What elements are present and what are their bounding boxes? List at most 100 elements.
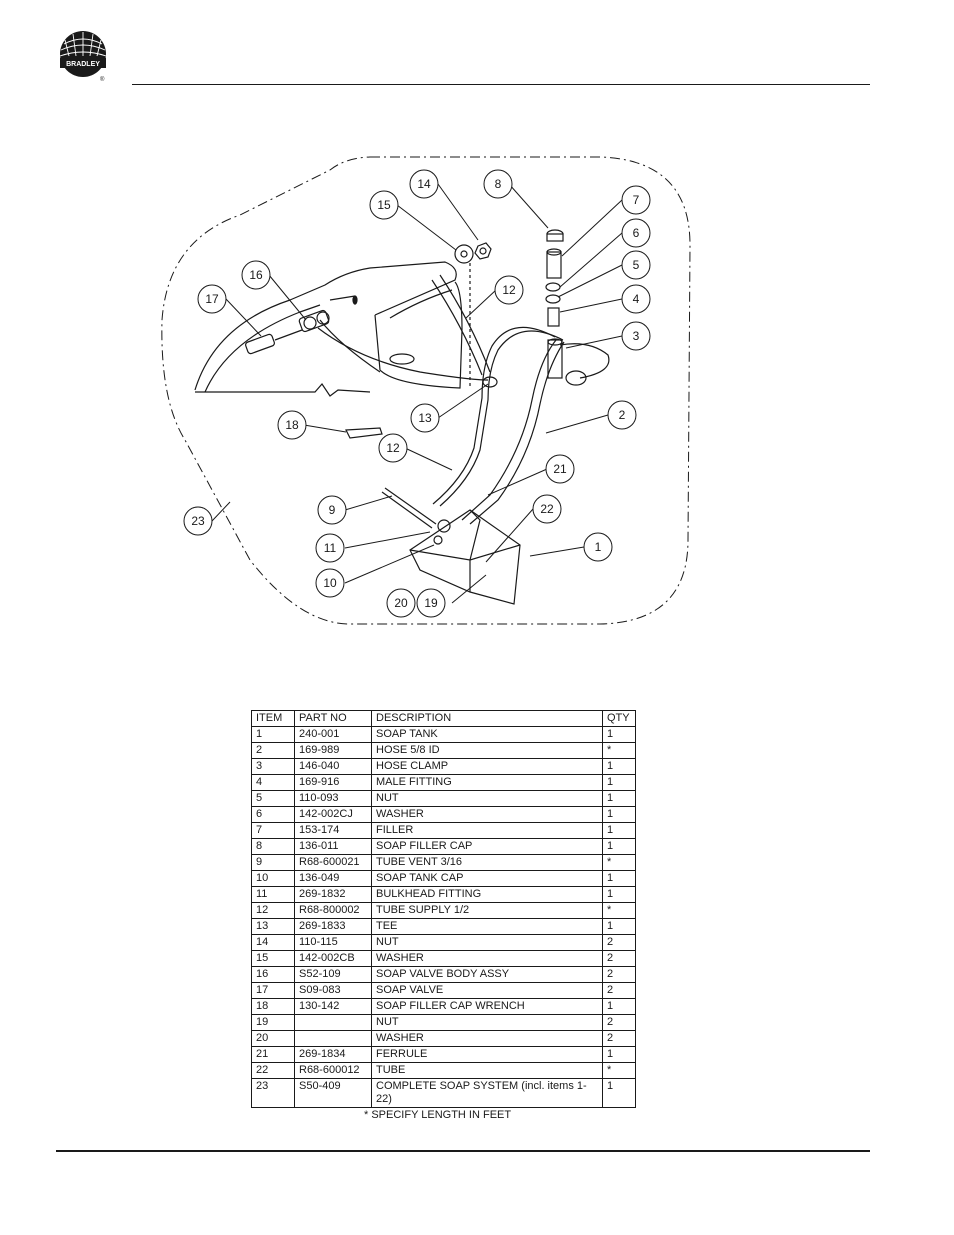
- cell-qty: 1: [602, 1078, 636, 1108]
- registered-mark: ®: [100, 76, 105, 83]
- cell-description: NUT: [371, 1014, 603, 1031]
- callout-12-lower: 12: [378, 433, 408, 463]
- callout-21: 21: [545, 454, 575, 484]
- cell-qty: 1: [602, 838, 636, 855]
- svg-text:19: 19: [424, 596, 438, 610]
- cell-description: TUBE VENT 3/16: [371, 854, 603, 871]
- cell-part-no: 240-001: [294, 726, 372, 743]
- svg-text:13: 13: [418, 411, 432, 425]
- cell-item: 18: [251, 998, 295, 1015]
- cell-description: SOAP TANK CAP: [371, 870, 603, 887]
- cell-description: HOSE 5/8 ID: [371, 742, 603, 759]
- callout-19: 19: [416, 588, 446, 618]
- svg-text:23: 23: [191, 514, 205, 528]
- svg-text:12: 12: [386, 441, 400, 455]
- cell-item: 6: [251, 806, 295, 823]
- callout-9: 9: [317, 495, 347, 525]
- cell-part-no: 110-093: [294, 790, 372, 807]
- cell-part-no: R68-800002: [294, 902, 372, 919]
- cell-item: 10: [251, 870, 295, 887]
- callout-20: 20: [386, 588, 416, 618]
- svg-text:8: 8: [495, 177, 502, 191]
- header-qty: QTY: [602, 710, 636, 727]
- header-description: DESCRIPTION: [371, 710, 603, 727]
- cell-description: NUT: [371, 934, 603, 951]
- callout-7: 7: [621, 185, 651, 215]
- callout-2: 2: [607, 400, 637, 430]
- sink-deck-drawing: [194, 261, 471, 397]
- callout-10: 10: [315, 568, 345, 598]
- cell-qty: *: [602, 742, 636, 759]
- svg-text:9: 9: [329, 503, 336, 517]
- assembly-boundary: [161, 156, 691, 625]
- cell-qty: *: [602, 854, 636, 871]
- svg-text:16: 16: [249, 268, 263, 282]
- cell-qty: 2: [602, 1014, 636, 1031]
- svg-text:22: 22: [540, 502, 554, 516]
- svg-text:6: 6: [633, 226, 640, 240]
- cell-qty: *: [602, 1062, 636, 1079]
- cell-part-no: 142-002CB: [294, 950, 372, 967]
- cell-part-no: 136-049: [294, 870, 372, 887]
- cell-item: 1: [251, 726, 295, 743]
- svg-text:5: 5: [633, 258, 640, 272]
- callout-18: 18: [277, 410, 307, 440]
- callout-6: 6: [621, 218, 651, 248]
- cell-part-no: 110-115: [294, 934, 372, 951]
- callout-15: 15: [369, 190, 399, 220]
- cell-qty: 2: [602, 950, 636, 967]
- cell-part-no: [294, 1030, 372, 1047]
- cell-part-no: 153-174: [294, 822, 372, 839]
- cell-qty: 1: [602, 822, 636, 839]
- footnote: * SPECIFY LENGTH IN FEET: [364, 1109, 512, 1121]
- callout-12-upper: 12: [494, 275, 524, 305]
- soap-tank-drawing: [381, 487, 521, 605]
- cell-description: SOAP FILLER CAP WRENCH: [371, 998, 603, 1015]
- cell-description: NUT: [371, 790, 603, 807]
- callout-1: 1: [583, 532, 613, 562]
- cell-qty: 1: [602, 870, 636, 887]
- cell-part-no: 269-1832: [294, 886, 372, 903]
- cell-item: 4: [251, 774, 295, 791]
- cell-part-no: 269-1833: [294, 918, 372, 935]
- supply-tube-drawing: [317, 274, 498, 388]
- callout-5: 5: [621, 250, 651, 280]
- svg-text:18: 18: [285, 418, 299, 432]
- callout-11: 11: [315, 533, 345, 563]
- header-item: ITEM: [251, 710, 295, 727]
- cell-qty: 2: [602, 934, 636, 951]
- svg-text:7: 7: [633, 193, 640, 207]
- svg-text:14: 14: [417, 177, 431, 191]
- callout-8: 8: [483, 169, 513, 199]
- callout-23: 23: [183, 506, 213, 536]
- callout-14: 14: [409, 169, 439, 199]
- cell-description: TUBE SUPPLY 1/2: [371, 902, 603, 919]
- cell-item: 22: [251, 1062, 295, 1079]
- cell-qty: 2: [602, 1030, 636, 1047]
- cell-description: SOAP VALVE: [371, 982, 603, 999]
- cell-item: 9: [251, 854, 295, 871]
- cell-qty: *: [602, 902, 636, 919]
- cell-part-no: 269-1834: [294, 1046, 372, 1063]
- cell-item: 17: [251, 982, 295, 999]
- cell-part-no: S52-109: [294, 966, 372, 983]
- cell-item: 23: [251, 1078, 295, 1108]
- callout-4: 4: [621, 284, 651, 314]
- leader-lines: [211, 183, 623, 604]
- svg-text:21: 21: [553, 462, 567, 476]
- svg-text:15: 15: [377, 198, 391, 212]
- cell-qty: 2: [602, 982, 636, 999]
- header-rule: [132, 84, 870, 85]
